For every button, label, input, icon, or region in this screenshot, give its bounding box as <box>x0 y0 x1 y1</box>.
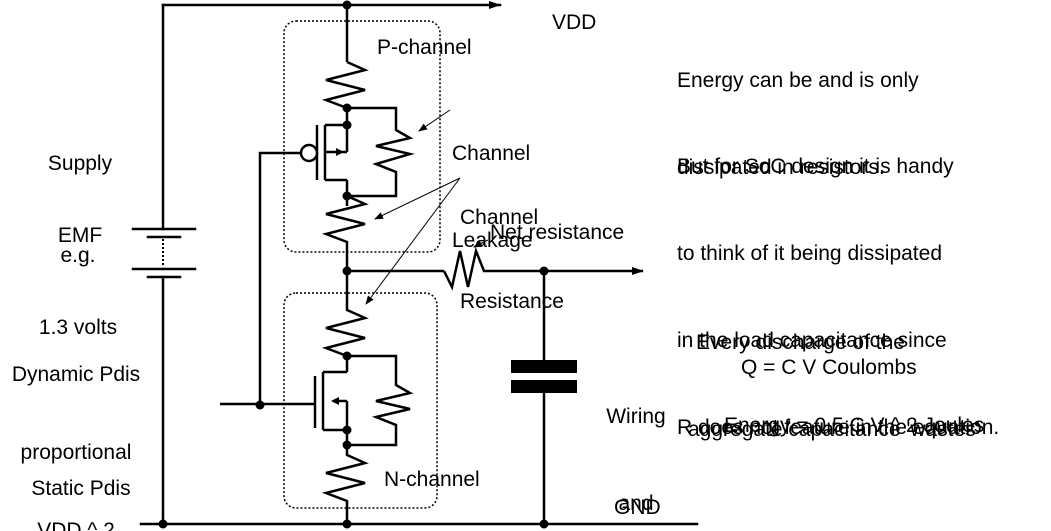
battery-icon <box>131 227 197 279</box>
n-channel-resistance-bottom <box>321 445 369 524</box>
n-channel-box <box>283 292 438 509</box>
example-voltage-label: e.g. 1.3 volts <box>26 196 130 388</box>
gnd-label: GND <box>614 496 661 519</box>
resistance-pointer-n <box>365 177 461 305</box>
channel-resistance-label: Channel Resistance <box>460 148 564 372</box>
discharge-note: Every discharge of the aggregate capacit… <box>688 270 980 502</box>
n-channel-label: N-channel <box>384 468 480 491</box>
energy-equation: Energy = 0.5 C V ^ 2 Joules <box>724 414 985 437</box>
load-line-1: Wiring <box>606 405 666 428</box>
channel-leakage-label: Channel Leakage <box>452 81 533 313</box>
static-line-1: Static Pdis <box>31 477 131 500</box>
soc-note-line-3: in the load capacitance since <box>677 329 947 352</box>
load-capacitor <box>511 360 577 393</box>
load-capacitance-label: Wiring and input load capacitance <box>566 344 706 531</box>
p-channel-resistance-bottom <box>321 194 369 271</box>
dynamic-pdis-label: Dynamic Pdis proportional VDD ^ 2 <box>0 310 152 531</box>
resistance-line-2: Resistance <box>460 290 564 313</box>
supply-line-1: Supply <box>47 152 113 175</box>
energy-note-line-1: Energy can be and is only <box>677 69 919 92</box>
p-channel-resistance-top <box>321 60 369 110</box>
gate-wire <box>258 151 301 404</box>
static-pdis-label: Static Pdis proportional to VDD ^ 0.9 <box>0 424 162 531</box>
leakage-pointer <box>418 109 451 132</box>
load-line-2: and <box>618 492 654 515</box>
leakage-line-1: Channel <box>452 142 531 165</box>
n-channel-resistance-top <box>321 271 369 358</box>
soc-note-line-2: to think of it being dissipated <box>677 242 943 265</box>
dynamic-line-3: VDD ^ 2 <box>37 519 115 531</box>
supply-label: Supply EMF <box>30 104 130 296</box>
junction-dots <box>158 0 549 529</box>
p-channel-label: P-channel <box>377 36 472 59</box>
supply-line-2: EMF <box>57 224 103 247</box>
net-resistance-resistor <box>442 246 500 291</box>
net-resistance-label: Net resistance <box>490 221 625 244</box>
soc-note-line-1: But for SoC design it is handy <box>677 155 954 178</box>
example-line-1: e.g. <box>60 244 96 267</box>
pmos-transistor <box>299 123 349 196</box>
net-resistance-pointer <box>473 239 489 248</box>
soc-note: But for SoC design it is handy to think … <box>677 94 999 500</box>
n-leakage-resistor <box>347 354 414 447</box>
nmos-arrow-icon <box>331 397 339 405</box>
energy-note-line-2: dissipated in resistors. <box>677 156 885 179</box>
p-leakage-resistor <box>347 106 415 198</box>
resistance-pointer-p <box>374 177 461 220</box>
leakage-line-2: Leakage <box>452 229 533 252</box>
discharge-line-1: Every discharge of the <box>696 331 905 354</box>
soc-note-line-4: R does not feature in the equation. <box>677 416 1000 439</box>
dynamic-line-1: Dynamic Pdis <box>11 363 141 386</box>
resistance-line-1: Channel <box>460 206 539 229</box>
dynamic-line-2: proportional <box>20 441 132 464</box>
charge-equation: Q = C V Coulombs <box>741 356 917 379</box>
energy-note: Energy can be and is only dissipated in … <box>677 8 919 240</box>
p-channel-box <box>283 20 441 253</box>
pmos-arrow-icon <box>336 148 344 156</box>
nmos-transistor <box>313 356 349 444</box>
vdd-label: VDD <box>552 11 597 34</box>
discharge-line-2: aggregate capacitance 'wastes' <box>688 418 980 441</box>
example-line-2: 1.3 volts <box>38 316 118 339</box>
